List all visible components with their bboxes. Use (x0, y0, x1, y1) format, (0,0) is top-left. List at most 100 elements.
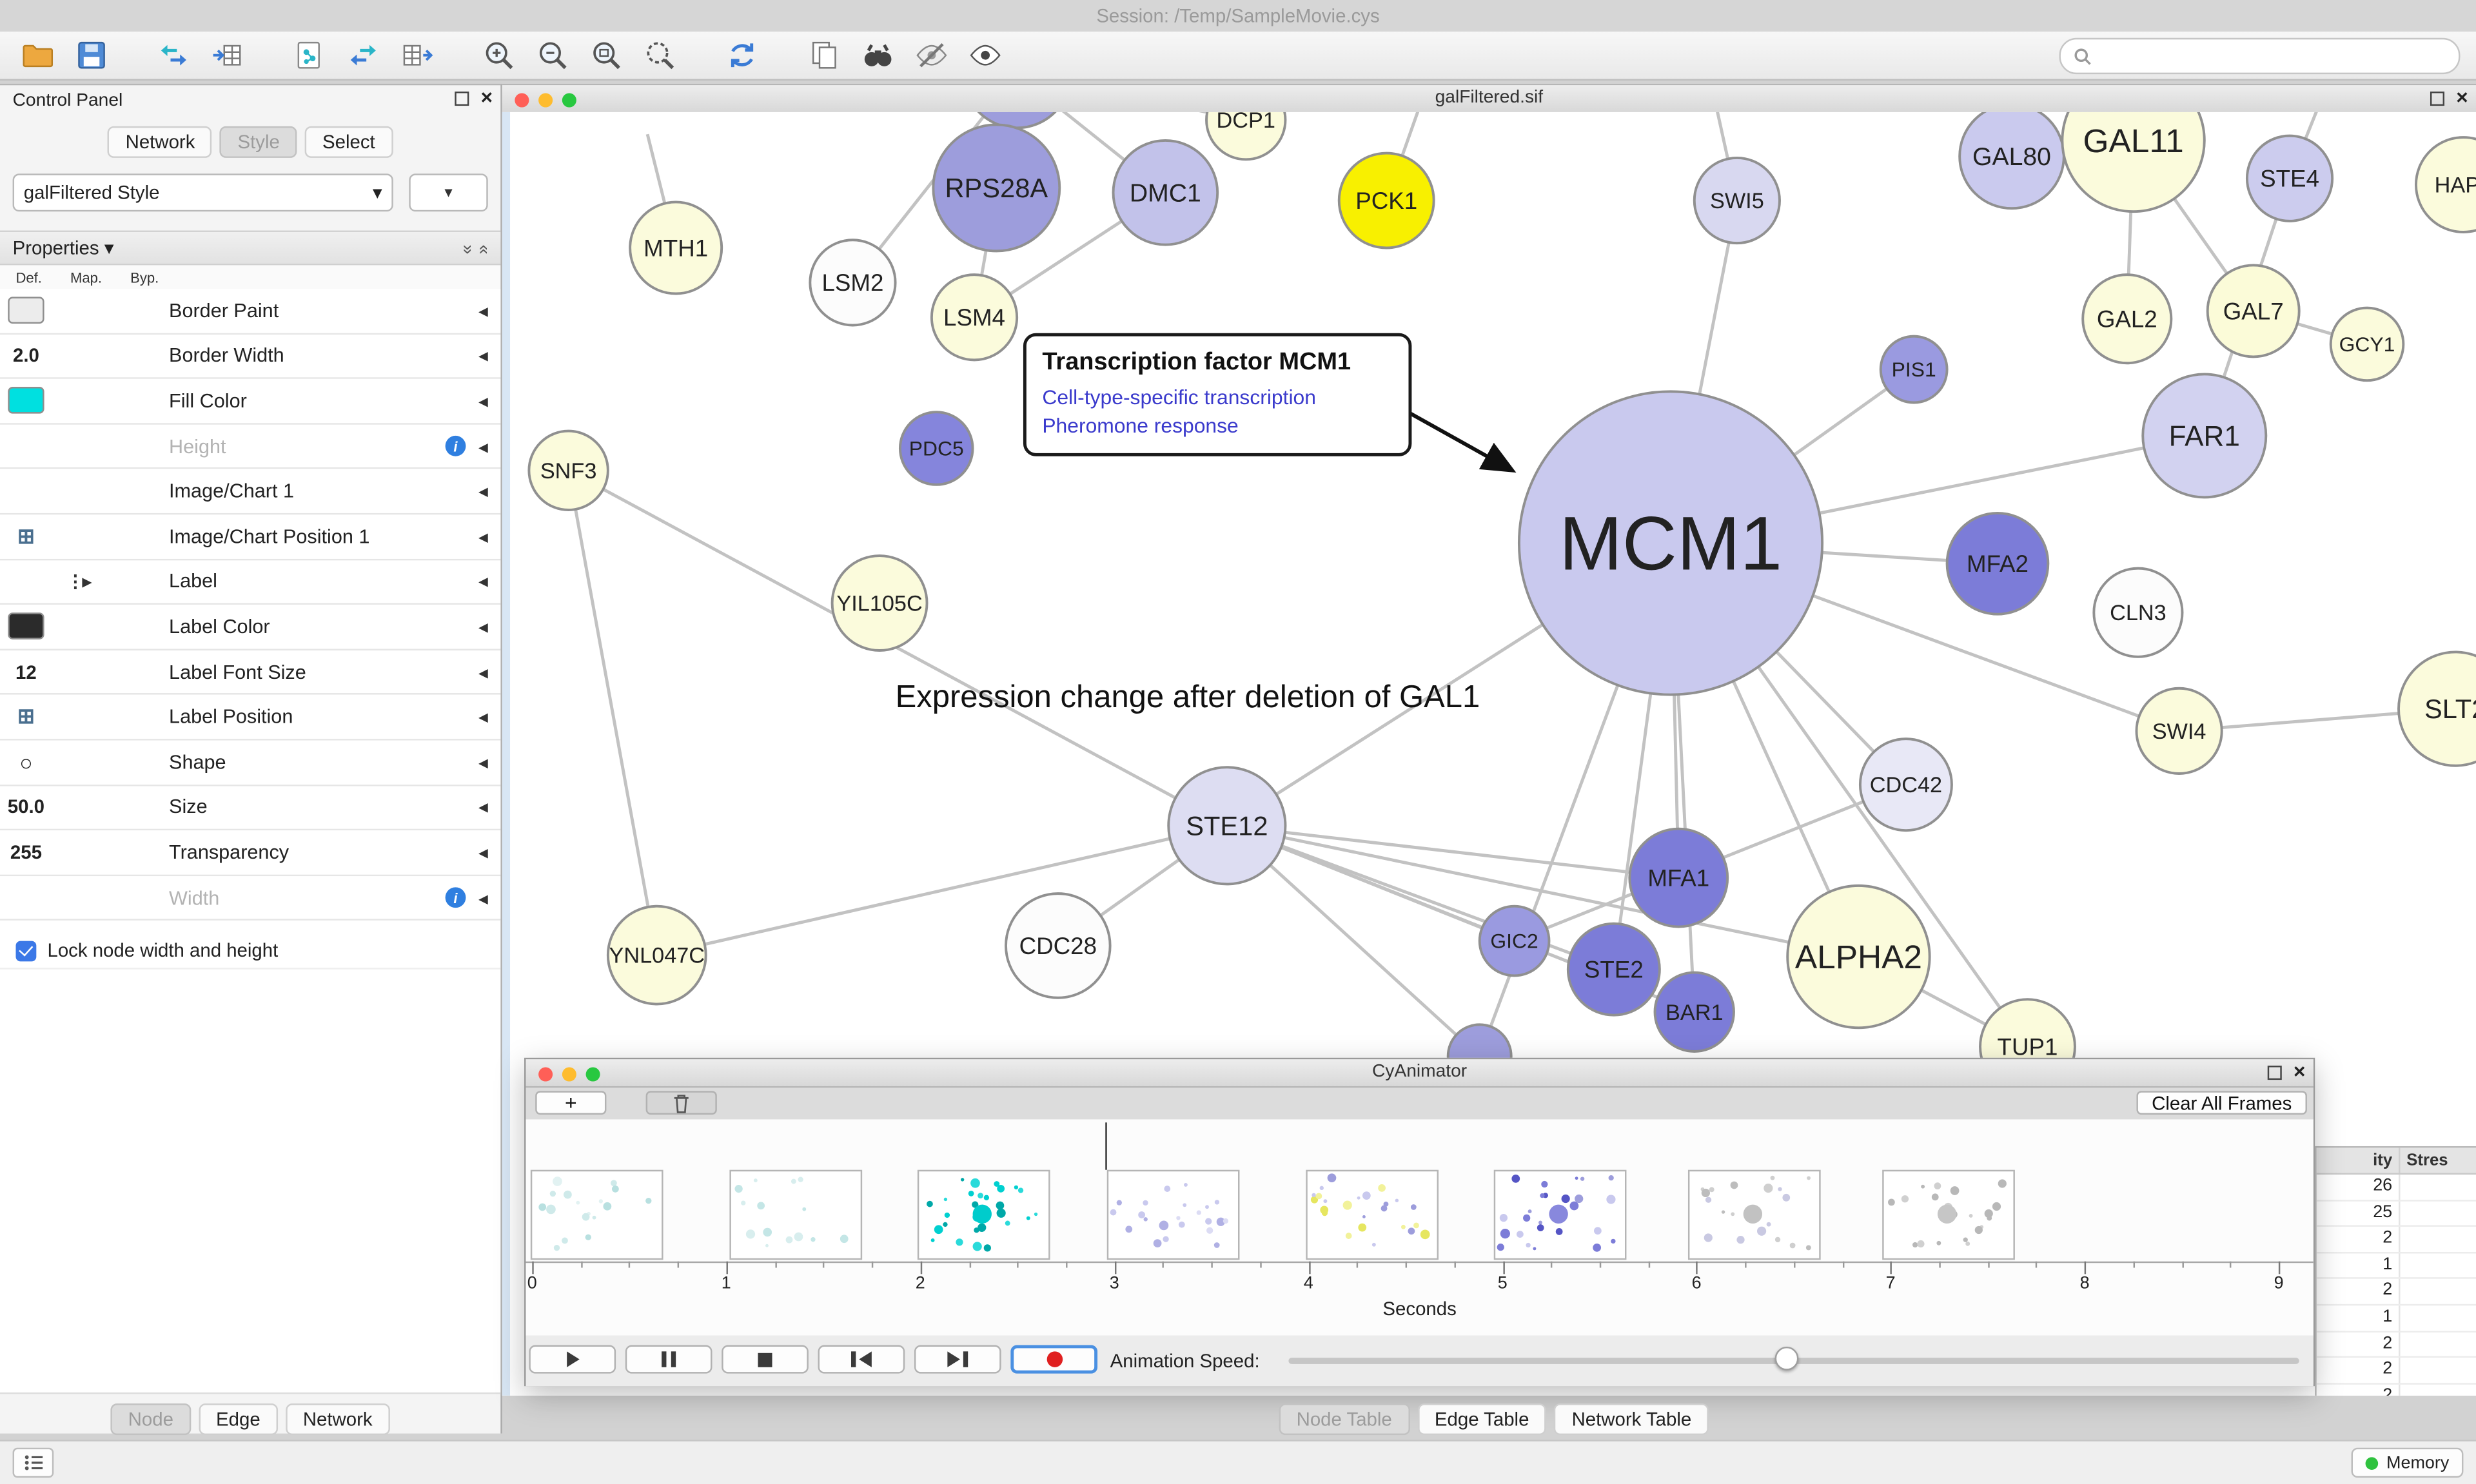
close-window-icon[interactable] (538, 1066, 553, 1081)
table-column-header[interactable]: ity (2317, 1147, 2401, 1173)
expand-arrow-icon[interactable]: ◂ (478, 706, 488, 728)
property-row-image-chart-1[interactable]: Image/Chart 1◂ (0, 469, 501, 515)
tab-select[interactable]: Select (305, 126, 393, 158)
clear-all-frames-button[interactable]: Clear All Frames (2136, 1091, 2307, 1115)
import-network-icon[interactable] (148, 34, 199, 77)
stop-button[interactable] (722, 1345, 809, 1374)
network-node-SLT2[interactable]: SLT2 (2397, 650, 2476, 767)
previous-frame-button[interactable] (818, 1345, 905, 1374)
open-folder-icon[interactable] (13, 34, 63, 77)
style-dropdown[interactable]: galFiltered Style ▾ (12, 173, 393, 212)
annotation-box[interactable]: Transcription factor MCM1 Cell-type-spec… (1023, 333, 1412, 457)
float-window-icon[interactable] (455, 90, 470, 105)
zoom-in-icon[interactable] (474, 34, 524, 77)
network-node-LSM4[interactable]: LSM4 (930, 273, 1019, 362)
import-table-icon[interactable] (202, 34, 252, 77)
tab-style[interactable]: Style (220, 126, 297, 158)
network-node-SWI5[interactable]: SWI5 (1693, 156, 1781, 245)
lock-size-checkbox[interactable] (15, 941, 37, 961)
frame-thumbnail-7[interactable] (1687, 1169, 1821, 1260)
expand-arrow-icon[interactable]: ◂ (478, 570, 488, 593)
annotation-link[interactable]: Pheromone response (1042, 414, 1239, 438)
network-node-GAL80[interactable]: GAL80 (1958, 112, 2065, 210)
property-row-shape[interactable]: ○Shape◂ (0, 740, 501, 786)
expand-arrow-icon[interactable]: ◂ (478, 299, 488, 322)
zoom-selected-icon[interactable] (634, 34, 685, 77)
network-node-MTH1[interactable]: MTH1 (629, 200, 723, 295)
default-value-cell[interactable]: ○ (0, 750, 52, 775)
network-node-SWI4[interactable]: SWI4 (2135, 687, 2223, 775)
property-row-fill-color[interactable]: Fill Color◂ (0, 379, 501, 425)
style-options-button[interactable]: ▾ (409, 173, 488, 212)
default-value-cell[interactable]: 50.0 (7, 796, 44, 819)
hide-selected-icon[interactable] (907, 34, 957, 77)
network-file-icon[interactable] (284, 34, 335, 77)
expand-arrow-icon[interactable]: ◂ (478, 615, 488, 638)
network-node-CDC42[interactable]: CDC42 (1858, 737, 1953, 832)
zoom-out-icon[interactable] (527, 34, 578, 77)
close-window-icon[interactable] (515, 92, 529, 107)
network-node-PCK1[interactable]: PCK1 (1337, 151, 1435, 249)
network-node-SNF3[interactable]: SNF3 (527, 429, 609, 511)
network-node-STE4[interactable]: STE4 (2245, 134, 2334, 222)
property-row-image-chart-position-1[interactable]: ⊞Image/Chart Position 1◂ (0, 514, 501, 560)
expand-arrow-icon[interactable]: ◂ (478, 480, 488, 503)
expand-arrow-icon[interactable]: ◂ (478, 344, 488, 367)
maximize-window-icon[interactable] (562, 92, 576, 107)
network-node-MFA2[interactable]: MFA2 (1945, 511, 2050, 616)
table-row[interactable]: 1 (2316, 1253, 2476, 1280)
table-row[interactable]: 2 (2316, 1227, 2476, 1253)
network-node-RPS28A[interactable]: RPS28A (932, 123, 1061, 253)
table-row[interactable]: 25 (2316, 1200, 2476, 1227)
panel-tab-network[interactable]: Network (285, 1403, 390, 1436)
expand-arrow-icon[interactable]: ◂ (478, 796, 488, 819)
close-icon[interactable]: × (480, 85, 493, 109)
network-node-DCP1[interactable]: DCP1 (1205, 112, 1287, 161)
table-row[interactable]: 2 (2316, 1331, 2476, 1358)
network-node-PDC5[interactable]: PDC5 (898, 411, 974, 486)
minimize-window-icon[interactable] (562, 1066, 576, 1081)
frame-thumbnail-1[interactable] (530, 1169, 663, 1260)
frame-thumbnail-3[interactable] (917, 1169, 1050, 1260)
network-node-GAL2[interactable]: GAL2 (2081, 273, 2173, 365)
expand-arrow-icon[interactable]: ◂ (478, 841, 488, 864)
play-button[interactable] (529, 1345, 616, 1374)
property-row-label-color[interactable]: Label Color◂ (0, 605, 501, 650)
panel-tab-node[interactable]: Node (110, 1403, 191, 1436)
annotation-link[interactable]: Cell-type-specific transcription (1042, 385, 1316, 409)
memory-button[interactable]: Memory (2352, 1447, 2464, 1478)
network-node-CDC28[interactable]: CDC28 (1005, 892, 1112, 999)
pause-button[interactable] (625, 1345, 712, 1374)
table-row[interactable]: 1 (2316, 1305, 2476, 1332)
network-node-GCY1[interactable]: GCY1 (2329, 306, 2405, 382)
task-history-button[interactable] (12, 1447, 54, 1478)
lock-size-row[interactable]: Lock node width and height (0, 921, 501, 970)
minimize-window-icon[interactable] (538, 92, 553, 107)
network-node-MFA1[interactable]: MFA1 (1628, 827, 1729, 928)
add-frame-button[interactable]: + (535, 1091, 607, 1115)
network-node-GIC2[interactable]: GIC2 (1478, 904, 1551, 977)
next-frame-button[interactable] (914, 1345, 1001, 1374)
table-column-header[interactable]: Stres (2406, 1151, 2448, 1170)
properties-header[interactable]: Properties ▾ »» (0, 230, 501, 266)
table-tab-edge-table[interactable]: Edge Table (1417, 1403, 1547, 1436)
default-value-cell[interactable]: 255 (10, 841, 42, 864)
frame-thumbnail-5[interactable] (1306, 1169, 1439, 1260)
mapping-value-cell[interactable]: ⋮▸ (52, 571, 104, 592)
copy-icon[interactable] (799, 34, 849, 77)
expand-arrow-icon[interactable]: ◂ (478, 434, 488, 458)
network-node-LSM2[interactable]: LSM2 (809, 239, 897, 327)
network-node-STE2[interactable]: STE2 (1566, 922, 1661, 1017)
network-node-GAL7[interactable]: GAL7 (2206, 264, 2301, 358)
first-neighbors-icon[interactable] (852, 34, 903, 77)
search-input[interactable] (2100, 44, 2446, 68)
frame-thumbnail-8[interactable] (1882, 1169, 2015, 1260)
default-value-cell[interactable]: ⊞ (0, 523, 52, 549)
default-value-cell[interactable] (0, 387, 52, 415)
